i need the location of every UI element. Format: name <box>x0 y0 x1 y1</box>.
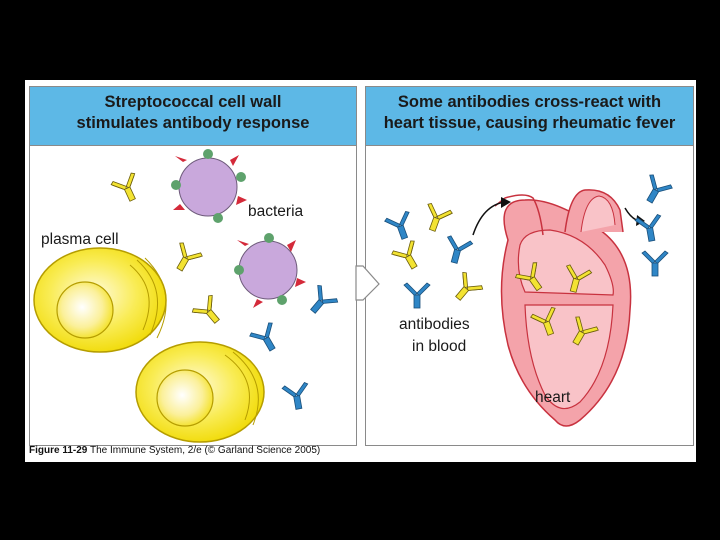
illustration: bacteria plasma cell antibodies in blood… <box>33 149 674 443</box>
panel-right-title-line1: Some antibodies cross-react with <box>397 93 662 111</box>
plasma-cell-nucleus <box>56 281 114 339</box>
yellow-antibody-icon <box>109 171 145 206</box>
bacterium-icon <box>238 240 298 300</box>
blue-antibody-icon <box>281 381 313 412</box>
panel-left-header: Streptococcal cell wall stimulates antib… <box>30 87 356 146</box>
arrow-icon <box>472 201 506 236</box>
yellow-antibody-icon <box>190 293 228 331</box>
yellow-antibody-icon <box>167 240 204 277</box>
antibodies-label-line1: antibodies <box>399 316 470 333</box>
yellow-antibody-icon <box>390 238 427 275</box>
heart-label: heart <box>535 389 571 406</box>
panel-left-title: Streptococcal cell wall stimulates antib… <box>30 92 356 134</box>
panel-right-title-line2: heart tissue, causing rheumatic fever <box>383 114 676 132</box>
plasma-cell-top <box>33 247 167 353</box>
panel-left-title-line2: stimulates antibody response <box>76 114 310 132</box>
bacterium-icon <box>178 157 238 217</box>
blue-antibody-icon <box>637 172 674 209</box>
blue-antibody-icon <box>302 283 340 321</box>
yellow-antibody-icon <box>419 201 454 236</box>
plasma-cell-nucleus <box>156 369 214 427</box>
bacteria-label: bacteria <box>248 203 304 220</box>
bacterium-top <box>171 149 247 223</box>
bacterium-bottom <box>234 233 306 308</box>
panel-right-header: Some antibodies cross-react with heart t… <box>366 87 693 146</box>
blue-antibody-icon <box>403 282 431 309</box>
blue-antibody-icon <box>383 209 418 244</box>
blue-antibody-icon <box>641 250 669 277</box>
blue-antibody-icon <box>248 320 285 357</box>
figure-caption: Figure 11-29 The Immune System, 2/e (© G… <box>29 444 320 458</box>
arrow-icon <box>355 265 380 301</box>
antibodies-label-line2: in blood <box>412 338 466 355</box>
caption-text: The Immune System, 2/e (© Garland Scienc… <box>89 445 321 456</box>
plasma-cell-bottom <box>135 341 265 443</box>
yellow-antibody-icon <box>447 270 485 308</box>
figure: Streptococcal cell wall stimulates antib… <box>25 80 696 462</box>
panel-right-title: Some antibodies cross-react with heart t… <box>366 92 693 134</box>
blue-antibody-icon <box>441 234 474 267</box>
caption-figure-number: Figure 11-29 <box>29 445 88 456</box>
plasma-cell-label: plasma cell <box>41 231 119 248</box>
panel-left-title-line1: Streptococcal cell wall <box>104 93 282 111</box>
